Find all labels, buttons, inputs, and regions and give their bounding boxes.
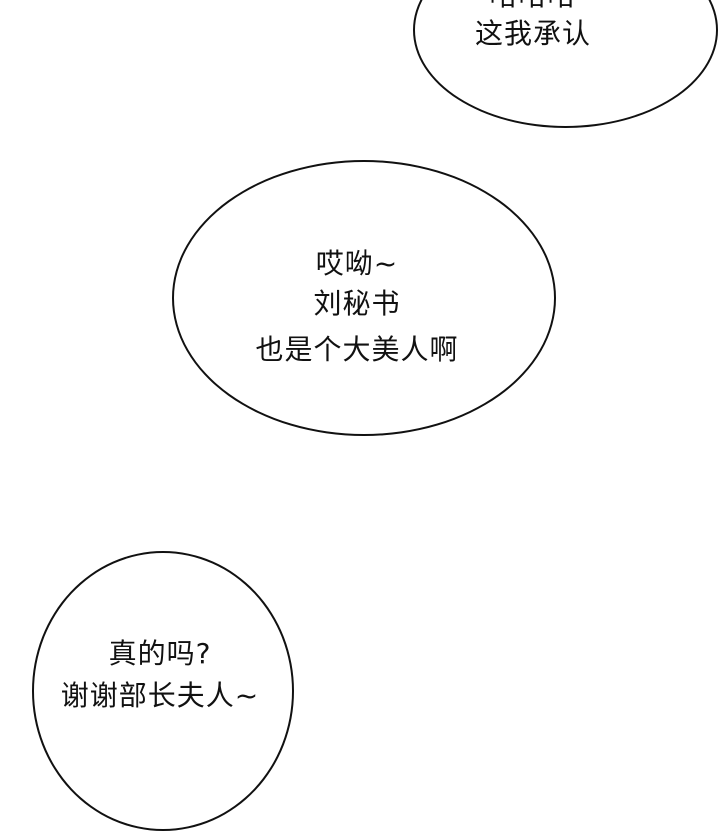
bubble-top-line-1: 哈哈哈 bbox=[489, 0, 576, 10]
bubble-middle-line-3: 也是个大美人啊 bbox=[255, 333, 459, 366]
bubble-middle-line-1: 哎呦~ bbox=[315, 247, 399, 280]
bubble-middle-line-2: 刘秘书 bbox=[313, 287, 401, 320]
bubble-bottom-line-1: 真的吗? bbox=[108, 637, 212, 670]
bubble-bottom-line-2: 谢谢部长夫人~ bbox=[60, 679, 260, 712]
speech-bubble-middle bbox=[172, 160, 556, 436]
bubble-top-line-2: 这我承认 bbox=[474, 17, 592, 50]
